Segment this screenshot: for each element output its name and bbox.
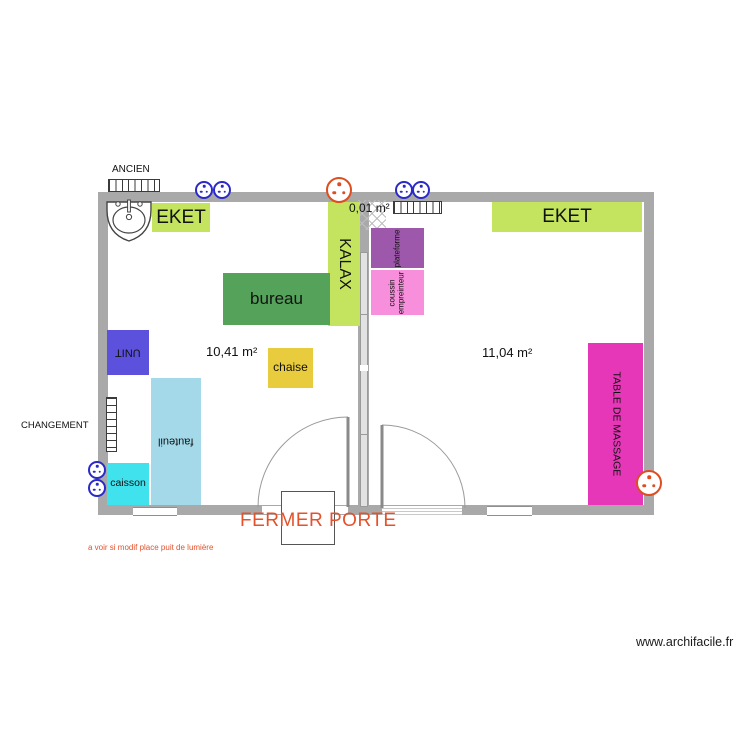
door-right-swing-arc [381,424,466,509]
furniture-unit[interactable]: UNIT [107,330,149,375]
outlet-dot [205,190,209,193]
window-bottom-left[interactable] [133,507,177,516]
partition-gap [360,365,368,371]
outlet-dot [402,185,406,188]
wall-right[interactable] [644,192,654,515]
outlet-orange-1[interactable] [326,177,352,203]
room-left-area-label: 10,41 m² [206,344,258,359]
outlet-blue-4[interactable] [412,181,430,199]
radiator-top-middle[interactable] [393,201,442,214]
wall-bottom[interactable] [98,505,654,515]
furniture-label-eket-left: EKET [156,206,206,228]
ancien-label: ANCIEN [112,164,150,175]
furniture-eket-right[interactable]: EKET [492,202,642,232]
room-right-area-label: 11,04 m² [482,345,533,360]
furniture-plateforme[interactable]: plateforme [371,228,424,268]
furniture-label-plateforme: plateforme [392,229,402,267]
skylight-note-annotation[interactable]: a voir si modif place puit de lumière [88,543,214,552]
outlet-blue-2[interactable] [213,181,231,199]
furniture-label-coussin-empreinteur: coussin empreinteur [387,271,406,314]
outlet-blue-6[interactable] [88,479,106,497]
outlet-dot [220,185,224,188]
furniture-label-caisson: caisson [110,477,146,490]
radiator-ancien[interactable] [108,179,160,192]
wall-top[interactable] [98,192,654,202]
outlet-blue-1[interactable] [195,181,213,199]
furniture-label-eket-right: EKET [542,206,592,228]
skylight-square[interactable] [281,491,335,545]
door-left-swing-arc [257,416,349,508]
sink-icon[interactable] [104,196,154,246]
fermer-porte-annotation[interactable]: FERMER PORTE [240,510,397,531]
outlet-blue-3[interactable] [395,181,413,199]
door-opening-right[interactable] [382,506,462,515]
door-right[interactable] [380,424,466,509]
furniture-table-de-massage[interactable]: TABLE DE MASSAGE [588,343,643,505]
outlet-blue-5[interactable] [88,461,106,479]
outlet-dot [217,190,221,193]
furniture-bureau[interactable]: bureau [223,273,330,325]
outlet-dot [419,185,423,188]
outlet-dot [405,190,409,193]
furniture-label-kalax: KALAX [335,238,353,290]
outlet-dot [399,190,403,193]
room-tiny-area-label: 0,01 m² [349,201,390,215]
furniture-coussin-empreinteur[interactable]: coussin empreinteur [371,270,424,315]
outlet-dot [223,190,227,193]
outlet-dot [95,483,99,486]
outlet-orange-2[interactable] [636,470,662,496]
furniture-label-unit: UNIT [115,346,141,359]
furniture-label-chaise: chaise [273,360,308,375]
door-left[interactable] [257,416,350,508]
furniture-eket-left[interactable]: EKET [152,203,210,232]
furniture-chaise[interactable]: chaise [268,348,313,388]
divider-partition-door[interactable] [360,252,368,507]
furniture-caisson[interactable]: caisson [107,463,149,505]
outlet-dot [92,488,96,491]
outlet-dot [202,185,206,188]
furniture-label-bureau: bureau [250,289,303,309]
archifacile-watermark: www.archifacile.fr [636,635,734,649]
furniture-label-table-de-massage: TABLE DE MASSAGE [610,371,623,477]
outlet-dot [98,470,102,473]
changement-label: CHANGEMENT [21,420,89,431]
outlet-dot [647,475,651,480]
tiny-room-hatch [358,200,386,230]
outlet-dot [651,483,656,488]
outlet-dot [95,465,99,468]
furniture-kalax[interactable]: KALAX [328,202,360,326]
outlet-dot [332,190,337,195]
furniture-label-fauteuil: fauteuil [158,435,194,448]
outlet-dot [92,470,96,473]
partition-segment-line [361,314,367,315]
outlet-dot [199,190,203,193]
wall-left[interactable] [98,192,108,515]
window-bottom-right[interactable] [487,506,532,516]
furniture-fauteuil[interactable]: fauteuil [151,378,201,505]
outlet-dot [416,190,420,193]
radiator-changement[interactable] [106,397,117,452]
partition-segment-line [361,434,367,435]
outlet-dot [337,182,341,187]
outlet-dot [98,488,102,491]
outlet-dot [422,190,426,193]
outlet-dot [642,483,647,488]
outlet-dot [341,190,346,195]
